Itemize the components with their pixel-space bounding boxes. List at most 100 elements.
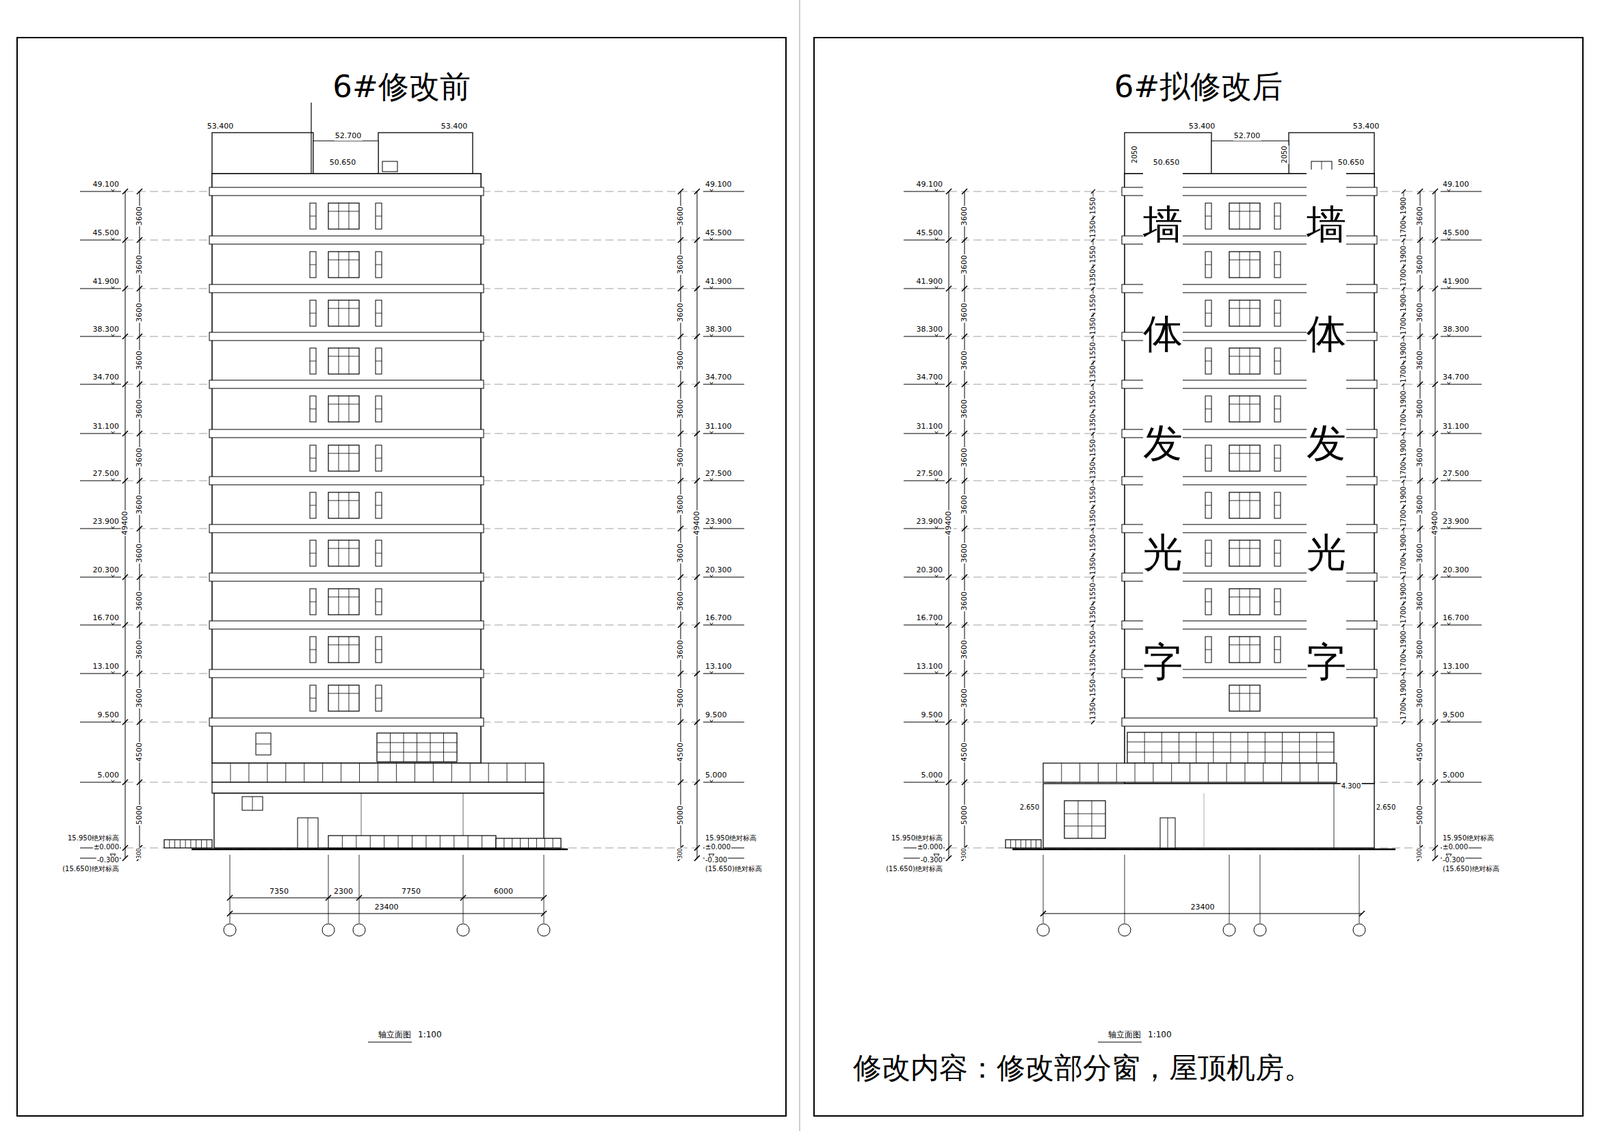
small-window (309, 264, 317, 266)
level-mark (80, 528, 122, 530)
dimension-tick (122, 622, 128, 628)
triple-window (1229, 588, 1261, 615)
axis-dimension: 7750 (400, 887, 422, 897)
axis-line (328, 855, 330, 924)
dimension-tick (136, 719, 143, 726)
window-dimension: 1350 (1089, 316, 1098, 336)
dimension-tick (677, 574, 684, 581)
dimension-tick (694, 381, 700, 388)
podium-window (255, 744, 271, 745)
dimension-tick (1432, 671, 1438, 677)
dimension-tick (694, 285, 700, 292)
floor-slab-band (209, 187, 484, 196)
level-mark (703, 191, 745, 193)
dimension-tick (1401, 575, 1406, 580)
dimension-tick (122, 855, 128, 862)
triple-window (1229, 685, 1261, 712)
small-window (309, 698, 317, 700)
elevation-label: 49.100 (92, 180, 121, 190)
axis-bubble (1037, 924, 1050, 937)
floor-height-dimension: 3600 (676, 398, 686, 420)
floor-height-dimension: 4500 (960, 742, 970, 763)
elevation-label: 13.100 (92, 662, 121, 672)
ground-floor (214, 793, 544, 849)
dimension-tick (694, 333, 700, 340)
axis-line (543, 855, 545, 924)
dimension-tick (1432, 779, 1438, 786)
dimension-tick (946, 779, 952, 786)
ground-elevation-label: -0.300 (96, 856, 120, 865)
dimension-tick (1417, 430, 1423, 437)
floor-height-dimension: 5000 (135, 805, 145, 826)
revision-note: 修改内容：修改部分窗，屋顶机房。 (852, 1052, 1314, 1085)
small-window (1205, 588, 1212, 615)
canopy-glass (1318, 763, 1319, 783)
railing (544, 838, 546, 849)
floor-slab-band (209, 621, 484, 630)
triple-window (1229, 645, 1261, 646)
floor-slab-band (209, 669, 484, 678)
floor-slab-band (209, 380, 484, 389)
elevation-label: 41.900 (915, 277, 944, 287)
dimension-tick (136, 622, 143, 628)
triple-window (1229, 693, 1261, 695)
dimension-tick (694, 478, 700, 484)
axis-dimension: 6000 (493, 887, 514, 897)
elevation-label: 2.650 (1375, 803, 1397, 812)
triple-window (1229, 251, 1261, 278)
triple-window (328, 308, 360, 310)
dimension-tick (1432, 430, 1438, 437)
triple-window (348, 636, 350, 663)
small-window (375, 216, 382, 217)
level-mark (1440, 480, 1482, 482)
floor-height-dimension: 3600 (676, 639, 686, 661)
triple-window (348, 396, 350, 423)
triple-window (1239, 348, 1241, 375)
axis-line (1260, 855, 1261, 924)
elevation-label: 5.000 (704, 771, 728, 781)
dimension-tick (946, 381, 952, 388)
dimension-tick (1091, 189, 1096, 194)
small-window (1205, 348, 1212, 375)
glass-railing (383, 835, 385, 849)
ground-elevation-label: 15.950绝对标高 (890, 834, 944, 843)
ground-elevation-label: (15.650)绝对标高 (704, 865, 763, 874)
dimension-tick (122, 845, 128, 851)
dimension-tick (136, 333, 143, 340)
dimension-tick (122, 285, 128, 292)
floor-height-dimension: 3600 (135, 494, 145, 516)
small-window (1274, 348, 1281, 375)
dimension-tick (694, 622, 700, 628)
level-mark (703, 722, 745, 724)
level-mark (703, 384, 745, 386)
railing (1025, 840, 1027, 849)
floor-height-dimension: 3600 (135, 398, 145, 420)
floor-slab-band (209, 573, 484, 582)
window-dimension: 1550 (1089, 197, 1098, 216)
roof-elevation: 52.700 (1233, 132, 1262, 141)
small-window (375, 251, 382, 278)
window-dimension: 1700 (1399, 316, 1408, 336)
level-mark (903, 384, 945, 386)
window-dimension: 1900 (1399, 582, 1408, 601)
level-mark (80, 577, 122, 579)
dimension-tick (961, 237, 968, 243)
window-dimension: 1900 (1399, 534, 1408, 553)
window-dimension: 1900 (1399, 438, 1408, 457)
level-mark (1440, 782, 1482, 784)
small-window (1205, 409, 1212, 410)
ground-elevation-label: (15.650)绝对标高 (885, 865, 944, 874)
canopy-glass (1097, 763, 1099, 783)
triple-window (328, 693, 360, 695)
dimension-tick (694, 719, 700, 726)
roof-machine-room (378, 132, 473, 174)
roof-elevation: 50.650 (329, 158, 358, 168)
small-window (1205, 458, 1212, 459)
triple-window (328, 492, 360, 519)
axis-bubble (1353, 924, 1366, 937)
small-window (375, 588, 382, 615)
window-dimension: 1700 (1399, 413, 1408, 432)
elevation-label: 27.500 (915, 469, 944, 479)
triple-window (1229, 203, 1261, 230)
glass-railing (467, 835, 469, 849)
